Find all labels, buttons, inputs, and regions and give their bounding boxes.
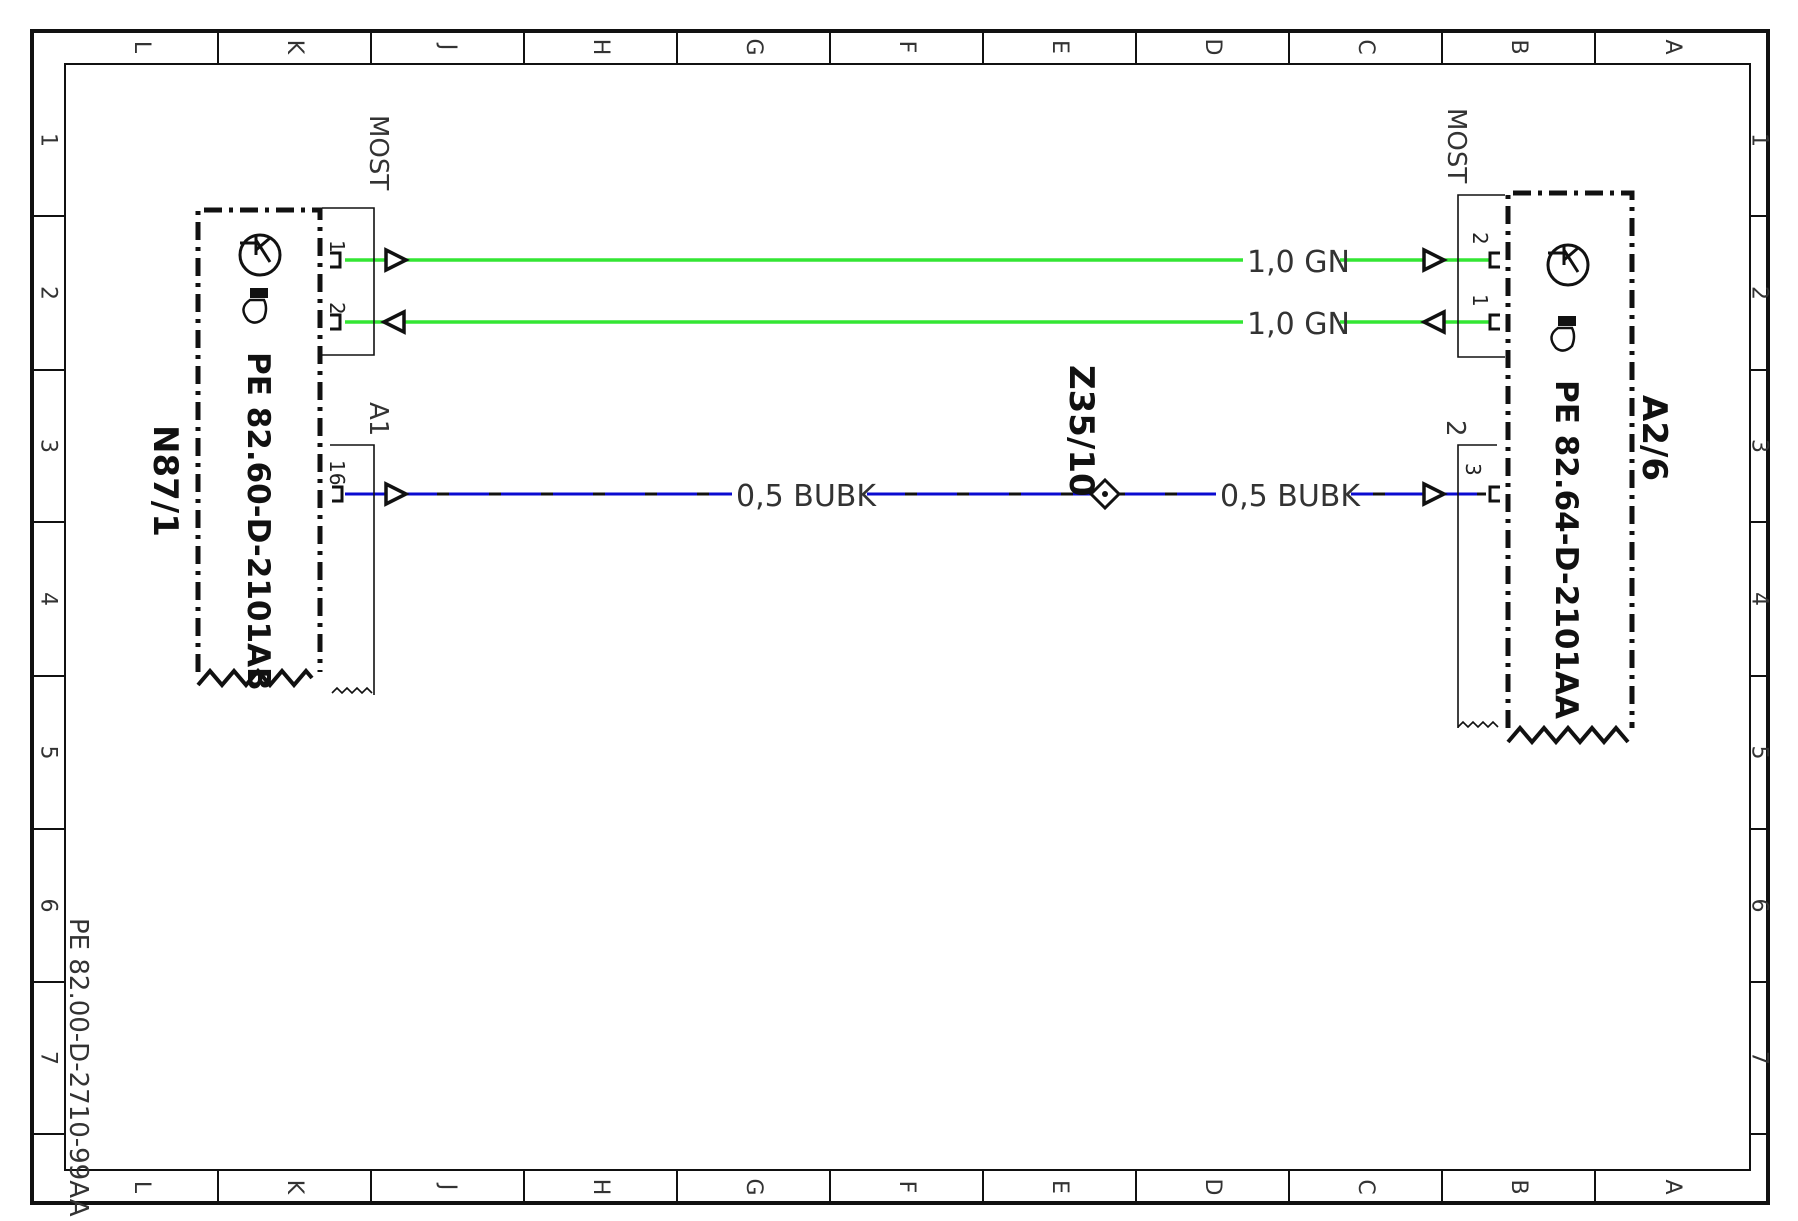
column-label-bottom: A	[1660, 1179, 1685, 1194]
row-label-left: 5	[36, 746, 61, 760]
column-label-bottom: J	[435, 1182, 460, 1191]
column-label-top: E	[1047, 40, 1072, 54]
component-n87-1: PE 82.60-D-2101AB N87/1 MOST 1 2 A1 16	[145, 115, 410, 695]
column-label-top: A	[1660, 39, 1685, 54]
right-pin-3: 3	[1461, 463, 1485, 476]
row-label-right: 4	[1747, 592, 1772, 606]
column-label-top: H	[588, 39, 613, 56]
column-label-bottom: L	[129, 1181, 154, 1194]
left-a1-connector-name: A1	[363, 402, 393, 436]
column-label-bottom: G	[741, 1178, 766, 1195]
row-label-left: 6	[36, 899, 61, 913]
right-most-connector-name: MOST	[1441, 108, 1471, 183]
column-label-top: J	[435, 42, 460, 51]
row-label-right: 2	[1747, 286, 1772, 300]
column-label-bottom: H	[588, 1179, 613, 1196]
column-label-top: G	[741, 38, 766, 55]
hand-pointer-icon	[242, 288, 268, 324]
row-label-left: 7	[36, 1051, 61, 1065]
splice-label: Z35/10	[1061, 365, 1101, 497]
transistor-icon	[238, 233, 282, 277]
row-label-left: 4	[36, 592, 61, 606]
column-label-top: B	[1506, 39, 1531, 54]
left-pin-16: 16	[325, 460, 349, 485]
wire-3-label-right: 0,5 BUBK	[1220, 479, 1361, 514]
row-label-right: 6	[1747, 899, 1772, 913]
document-id: PE 82.00-D-2710-99AA	[63, 918, 93, 1217]
transistor-icon	[1546, 243, 1590, 287]
right-pin-1: 1	[1468, 294, 1492, 307]
row-label-left: 2	[36, 286, 61, 300]
row-label-right: 5	[1747, 746, 1772, 760]
splice-z35-10: Z35/10	[1061, 365, 1122, 511]
column-label-top: F	[894, 41, 919, 54]
left-designation: N87/1	[145, 425, 185, 537]
wire-3: 0,5 BUBK 0,5 BUBK	[345, 476, 1486, 514]
column-label-bottom: C	[1353, 1179, 1378, 1194]
right-document-ref: PE 82.64-D-2101AA	[1548, 380, 1584, 719]
row-label-left: 3	[36, 439, 61, 453]
left-document-ref: PE 82.60-D-2101AB	[240, 352, 276, 691]
column-label-top: D	[1200, 39, 1225, 56]
left-pin-1: 1	[325, 240, 349, 253]
right-most-connector: MOST 2 1	[1420, 108, 1505, 358]
row-label-right: 3	[1747, 439, 1772, 453]
row-label-right: 7	[1747, 1051, 1772, 1065]
column-label-bottom: F	[894, 1181, 919, 1194]
wire-2: 1,0 GN	[345, 304, 1490, 342]
wire-1: 1,0 GN	[345, 242, 1490, 280]
right-pin-2: 2	[1468, 232, 1492, 245]
component-a2-6: PE 82.64-D-2101AA A2/6 MOST 2 1 2 3	[1420, 108, 1674, 746]
left-a1-connector: A1 16	[325, 402, 410, 695]
right-designation: A2/6	[1634, 395, 1674, 481]
left-most-connector: MOST 1 2	[322, 115, 410, 356]
right-connector-2-name: 2	[1440, 420, 1470, 437]
column-label-bottom: E	[1047, 1180, 1072, 1194]
column-label-top: L	[129, 41, 154, 54]
column-label-bottom: B	[1506, 1179, 1531, 1194]
wire-3-label-left: 0,5 BUBK	[736, 479, 877, 514]
wire-1-label: 1,0 GN	[1247, 245, 1350, 280]
left-pin-2: 2	[325, 302, 349, 315]
wire-2-label: 1,0 GN	[1247, 307, 1350, 342]
column-label-bottom: D	[1200, 1179, 1225, 1196]
column-label-bottom: K	[282, 1180, 307, 1195]
column-label-top: C	[1353, 39, 1378, 54]
row-label-right: 1	[1747, 133, 1772, 147]
left-most-connector-name: MOST	[363, 115, 393, 190]
row-label-left: 1	[36, 133, 61, 147]
right-connector-2: 2 3	[1422, 420, 1500, 729]
column-label-top: K	[282, 40, 307, 55]
hand-pointer-icon	[1550, 316, 1576, 352]
